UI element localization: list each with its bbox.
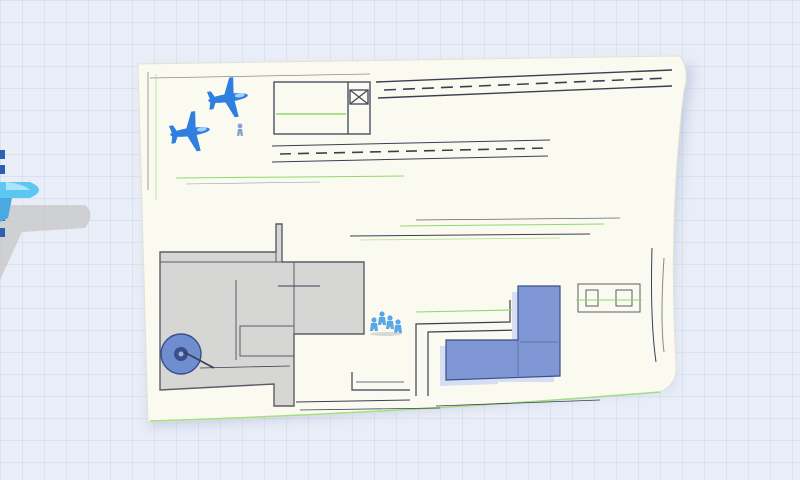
taxiway-lines: [349, 217, 621, 241]
person-icon: [394, 319, 402, 333]
large-plane-shadow: [0, 205, 91, 280]
people-group: [370, 311, 402, 336]
paper-edge-highlight: [149, 391, 661, 422]
road-lines-lower: [295, 300, 601, 411]
paper-right-border: [147, 72, 665, 363]
small-plane-2: [168, 111, 210, 152]
runway-top: [149, 69, 673, 99]
person-icon: [237, 123, 243, 136]
terminal-building: [159, 223, 365, 407]
map-pin-icon: [160, 333, 215, 375]
blue-building: [440, 285, 561, 386]
runway-middle: [175, 139, 551, 185]
large-plane-left: [0, 150, 91, 280]
person-icon: [370, 317, 378, 331]
person-icon: [386, 315, 394, 329]
small-building-outline: [576, 283, 642, 313]
airplane-icon: [206, 77, 248, 118]
hangar-outline: [273, 81, 371, 135]
small-plane-1: [206, 77, 248, 118]
person-icon: [378, 311, 386, 325]
airplane-icon: [168, 111, 210, 152]
airplane-icon: [0, 150, 39, 237]
